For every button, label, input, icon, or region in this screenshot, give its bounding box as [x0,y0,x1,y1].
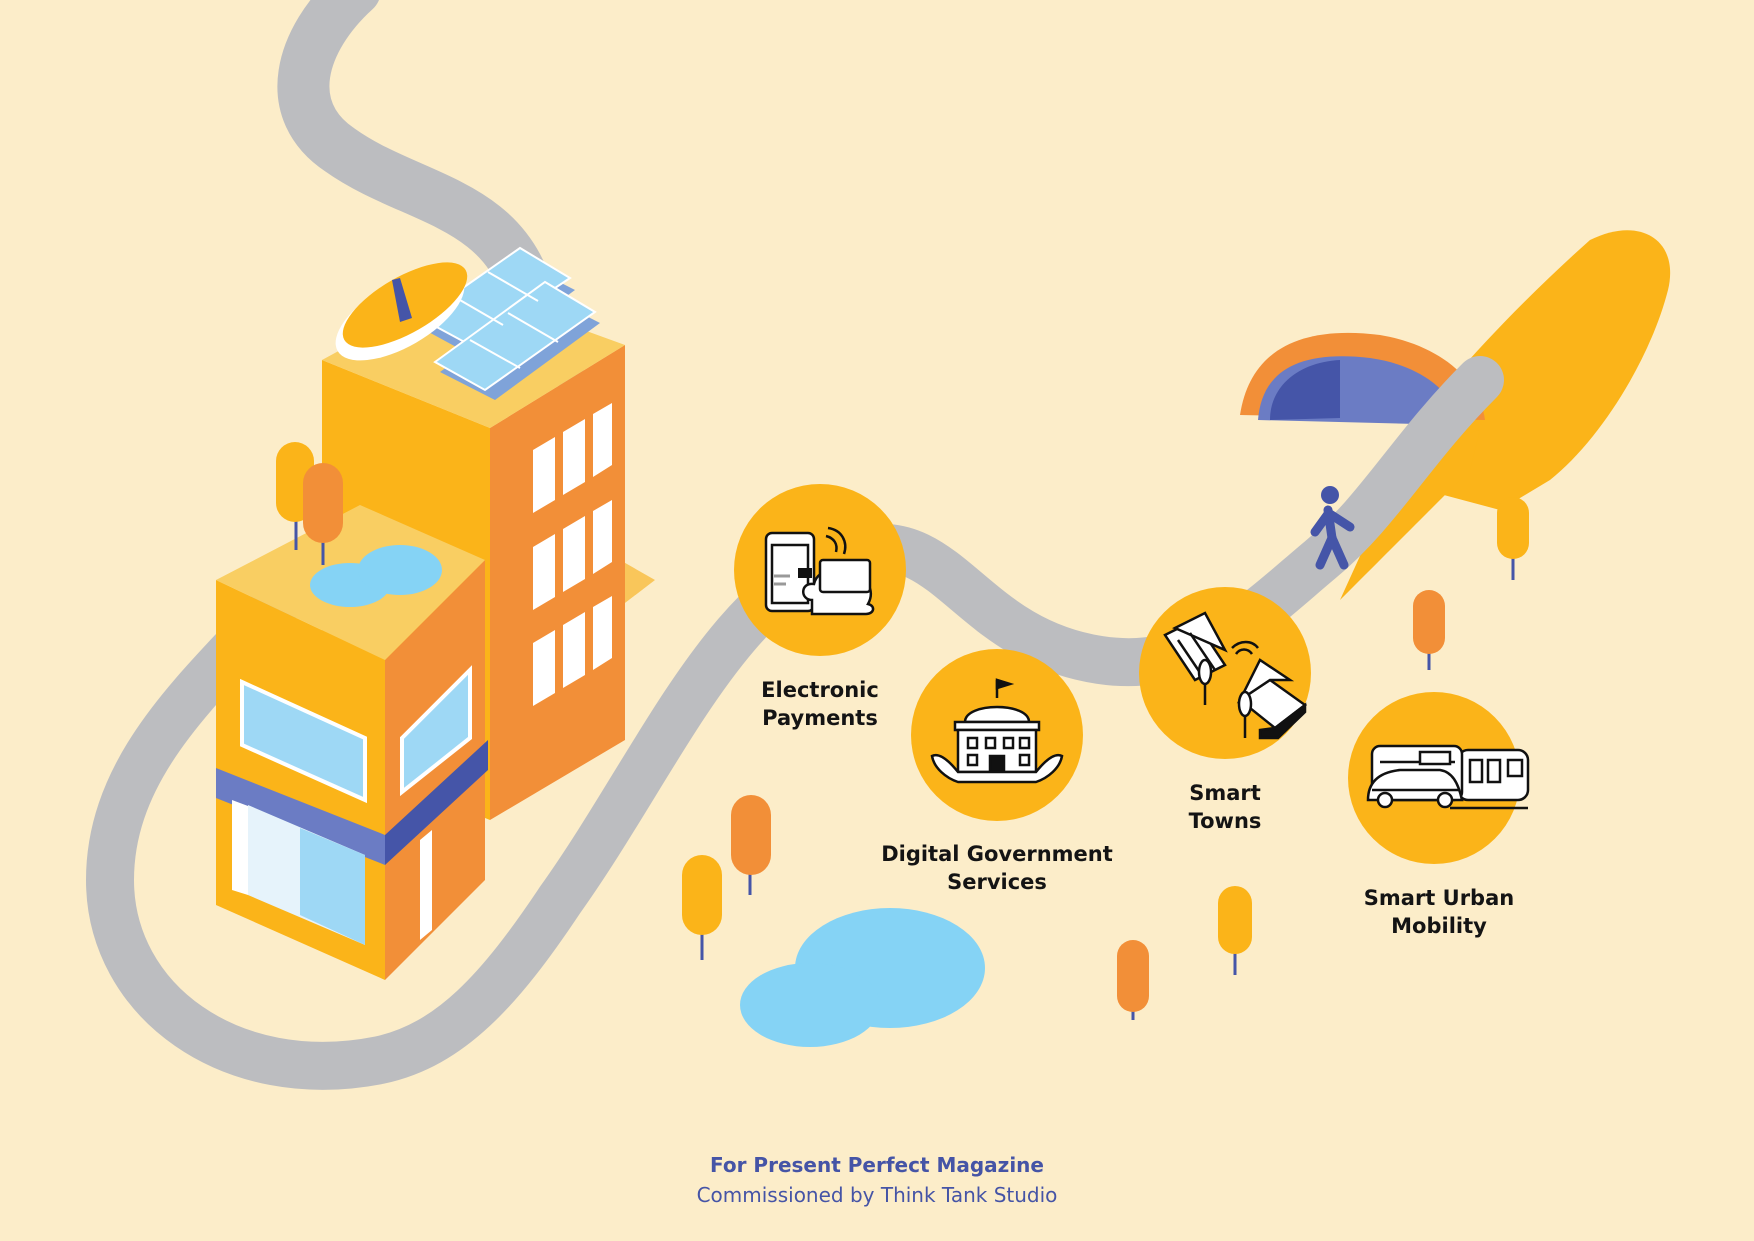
bus-car-tram-icon [1366,744,1530,810]
lake [740,908,985,1047]
credits: For Present Perfect Magazine Commissione… [0,1150,1754,1210]
label-electronic-payments: Electronic Payments [690,676,950,732]
rooftop-pond [310,545,442,607]
building [216,246,655,980]
smart-town-houses-icon [1163,611,1308,740]
service-smart-urban-mobility [1348,692,1530,864]
satellite-dish-icon [335,262,468,361]
label-smart-towns: Smart Towns [1095,779,1355,835]
label-line: Payments [762,706,878,730]
label-line: Mobility [1391,914,1487,938]
label-line: Smart Urban [1363,886,1515,910]
government-building-icon [930,678,1064,784]
label-line: Digital Government [881,842,1113,866]
label-smart-urban-mobility: Smart Urban Mobility [1309,884,1569,940]
trees [276,442,1529,1020]
walking-person-icon [1310,486,1355,570]
label-line: Electronic [761,678,879,702]
window-grid [533,403,612,706]
label-line: Smart [1189,781,1261,805]
label-line: Services [947,870,1047,894]
service-smart-towns [1139,587,1311,759]
credit-magazine: For Present Perfect Magazine [710,1153,1044,1177]
phone-card-cloud-icon [764,526,875,616]
label-line: Towns [1188,809,1262,833]
service-digital-government-services [911,649,1083,821]
solar-panel [418,246,600,400]
service-electronic-payments [734,484,906,656]
credit-commission: Commissioned by Think Tank Studio [696,1183,1058,1207]
label-digital-government-services: Digital Government Services [867,840,1127,896]
